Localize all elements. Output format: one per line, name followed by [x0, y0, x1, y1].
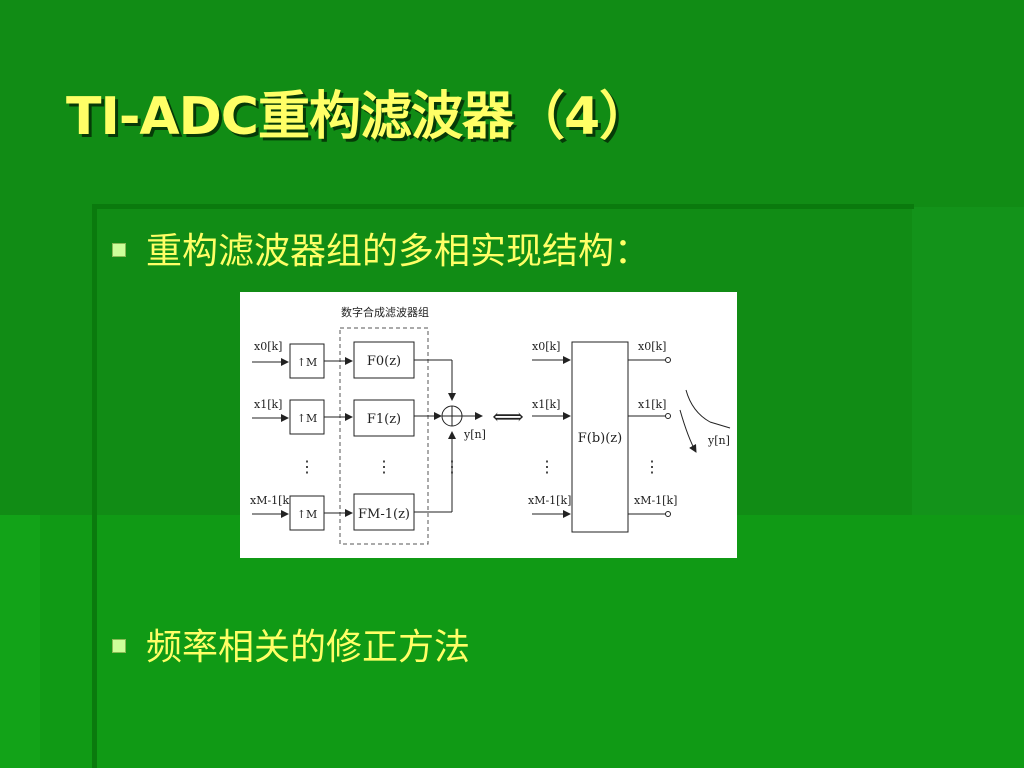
polyphase-filter-label: F(b)(z) — [578, 431, 622, 446]
polyphase-diagram: 数字合成滤波器组 x0[k] ↑M F0(z) x1[k] ↑M F1(z) ⋮… — [240, 292, 737, 558]
sum-output-label: y[n] — [463, 428, 486, 441]
filter-label: FM-1(z) — [358, 507, 410, 522]
bullet-text: 重构滤波器组的多相实现结构： — [146, 231, 651, 272]
ellipsis: ⋮ — [376, 457, 392, 476]
filter-box — [353, 493, 415, 531]
ellipsis: ⋮ — [299, 457, 315, 476]
upsampler-box — [289, 399, 325, 435]
bullet-item: 频率相关的修正方法 — [112, 618, 470, 670]
filter-label: F1(z) — [367, 412, 401, 427]
filter-box — [353, 341, 415, 379]
decorative-panel — [912, 207, 1024, 515]
filter-box — [353, 399, 415, 437]
ellipsis: ⋮ — [539, 457, 555, 476]
filter-label: F0(z) — [367, 354, 401, 369]
bullet-marker-icon — [112, 243, 126, 257]
equivalence-icon: ⟺ — [492, 405, 524, 430]
right-output-label: x1[k] — [638, 398, 666, 411]
right-output-label: xM-1[k] — [634, 494, 677, 507]
slide-title: TI-ADC重构滤波器（4） — [66, 87, 651, 147]
right-input-label: x1[k] — [532, 398, 560, 411]
left-input-label: x1[k] — [254, 398, 282, 411]
group-box — [339, 327, 429, 545]
upsampler-label: ↑M — [297, 412, 317, 425]
left-input-label: x0[k] — [254, 340, 282, 353]
commutator-switch — [685, 389, 711, 423]
bullet-item: 重构滤波器组的多相实现结构： — [112, 222, 650, 274]
right-input-label: x0[k] — [532, 340, 560, 353]
commutator-rotation-icon — [679, 409, 697, 453]
upsampler-box — [289, 343, 325, 379]
divider-vertical — [92, 204, 97, 768]
right-input-label: xM-1[k] — [528, 494, 571, 507]
ellipsis: ⋮ — [644, 457, 660, 476]
upsampler-label: ↑M — [297, 508, 317, 521]
right-output-label: x0[k] — [638, 340, 666, 353]
bullet-marker-icon — [112, 639, 126, 653]
diagram-canvas: 数字合成滤波器组 x0[k] ↑M F0(z) x1[k] ↑M F1(z) ⋮… — [250, 305, 731, 545]
group-label: 数字合成滤波器组 — [341, 305, 429, 319]
upsampler-label: ↑M — [297, 356, 317, 369]
left-input-label: xM-1[k] — [250, 494, 293, 507]
polyphase-filter-block — [571, 341, 629, 533]
upsampler-box — [289, 495, 325, 531]
commutator-output-label: y[n] — [707, 434, 730, 447]
decorative-band-left — [0, 515, 40, 768]
divider-horizontal — [94, 204, 914, 209]
bullet-text: 频率相关的修正方法 — [146, 627, 471, 668]
